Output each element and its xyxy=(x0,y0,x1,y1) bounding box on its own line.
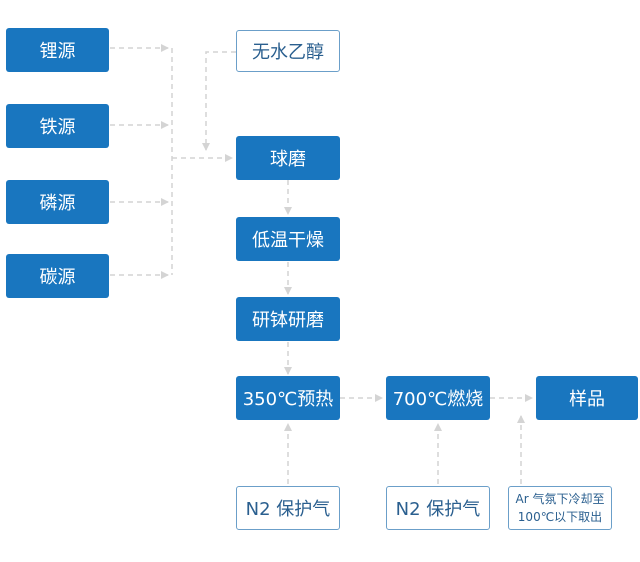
mortar-grind-box: 研钵研磨 xyxy=(236,297,340,341)
n2-gas-box-burn: N2 保护气 xyxy=(386,486,490,530)
n2-gas-box-preheat: N2 保护气 xyxy=(236,486,340,530)
ethanol-box: 无水乙醇 xyxy=(236,30,340,72)
arrow-ethanol-to-mill xyxy=(202,51,236,151)
cooling-note-line1: Ar 气氛下冷却至 xyxy=(515,492,605,506)
fe-source-box: 铁源 xyxy=(6,104,109,148)
low-temp-dry-box: 低温干燥 xyxy=(236,217,340,261)
cooling-note-line2: 100℃以下取出 xyxy=(517,510,603,524)
p-source-box: 磷源 xyxy=(6,180,109,224)
preheat-box: 350℃预热 xyxy=(236,376,340,420)
c-source-box: 碳源 xyxy=(6,254,109,298)
burn-box: 700℃燃烧 xyxy=(386,376,490,420)
ball-mill-box: 球磨 xyxy=(236,136,340,180)
li-source-box: 锂源 xyxy=(6,28,109,72)
sample-box: 样品 xyxy=(536,376,638,420)
cooling-note-box: Ar 气氛下冷却至 100℃以下取出 xyxy=(508,486,612,530)
